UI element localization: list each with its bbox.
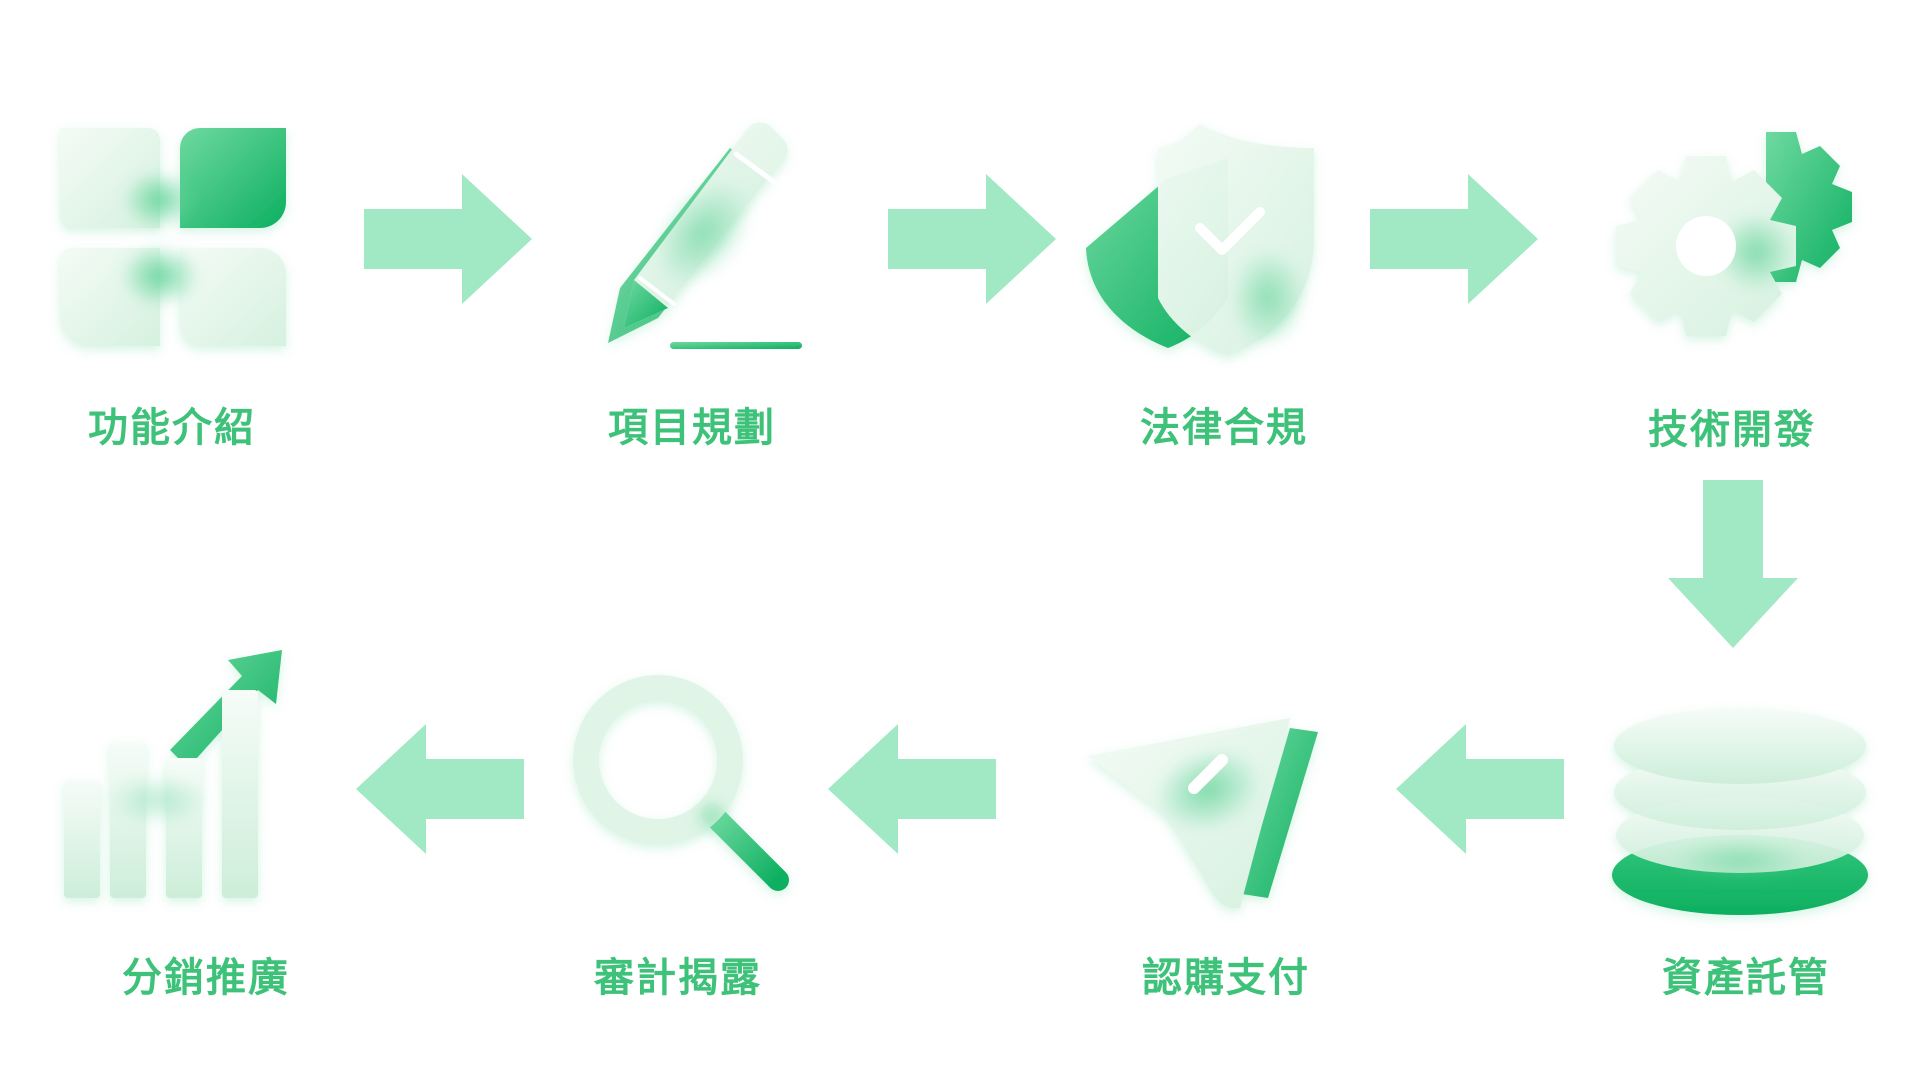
step-label-6: 認購支付 (1142, 955, 1310, 1001)
step-label-4: 技術開發 (1648, 407, 1816, 453)
arrow-left-7 (356, 724, 524, 854)
arrow-left-6 (828, 724, 996, 854)
step-label-1: 功能介紹 (88, 405, 256, 451)
gear-icon (1606, 122, 1856, 362)
arrow-right-2 (888, 174, 1056, 304)
step-label-2: 項目規劃 (608, 405, 776, 451)
shield-check-icon (1078, 118, 1328, 358)
step-label-3: 法律合規 (1140, 405, 1308, 451)
magnifier-icon (562, 672, 802, 912)
step-label-7: 審計揭露 (594, 955, 762, 1001)
send-icon (1078, 690, 1318, 930)
step-label-5: 資產託管 (1662, 955, 1830, 1001)
arrow-right-3 (1370, 174, 1538, 304)
arrow-down-4 (1668, 480, 1798, 648)
grid-icon (50, 118, 290, 358)
database-stack-icon (1610, 700, 1870, 930)
arrow-left-5 (1396, 724, 1564, 854)
step-label-8: 分銷推廣 (122, 955, 290, 1001)
arrow-right-1 (364, 174, 532, 304)
pencil-icon (598, 118, 808, 358)
growth-chart-icon (58, 650, 298, 910)
